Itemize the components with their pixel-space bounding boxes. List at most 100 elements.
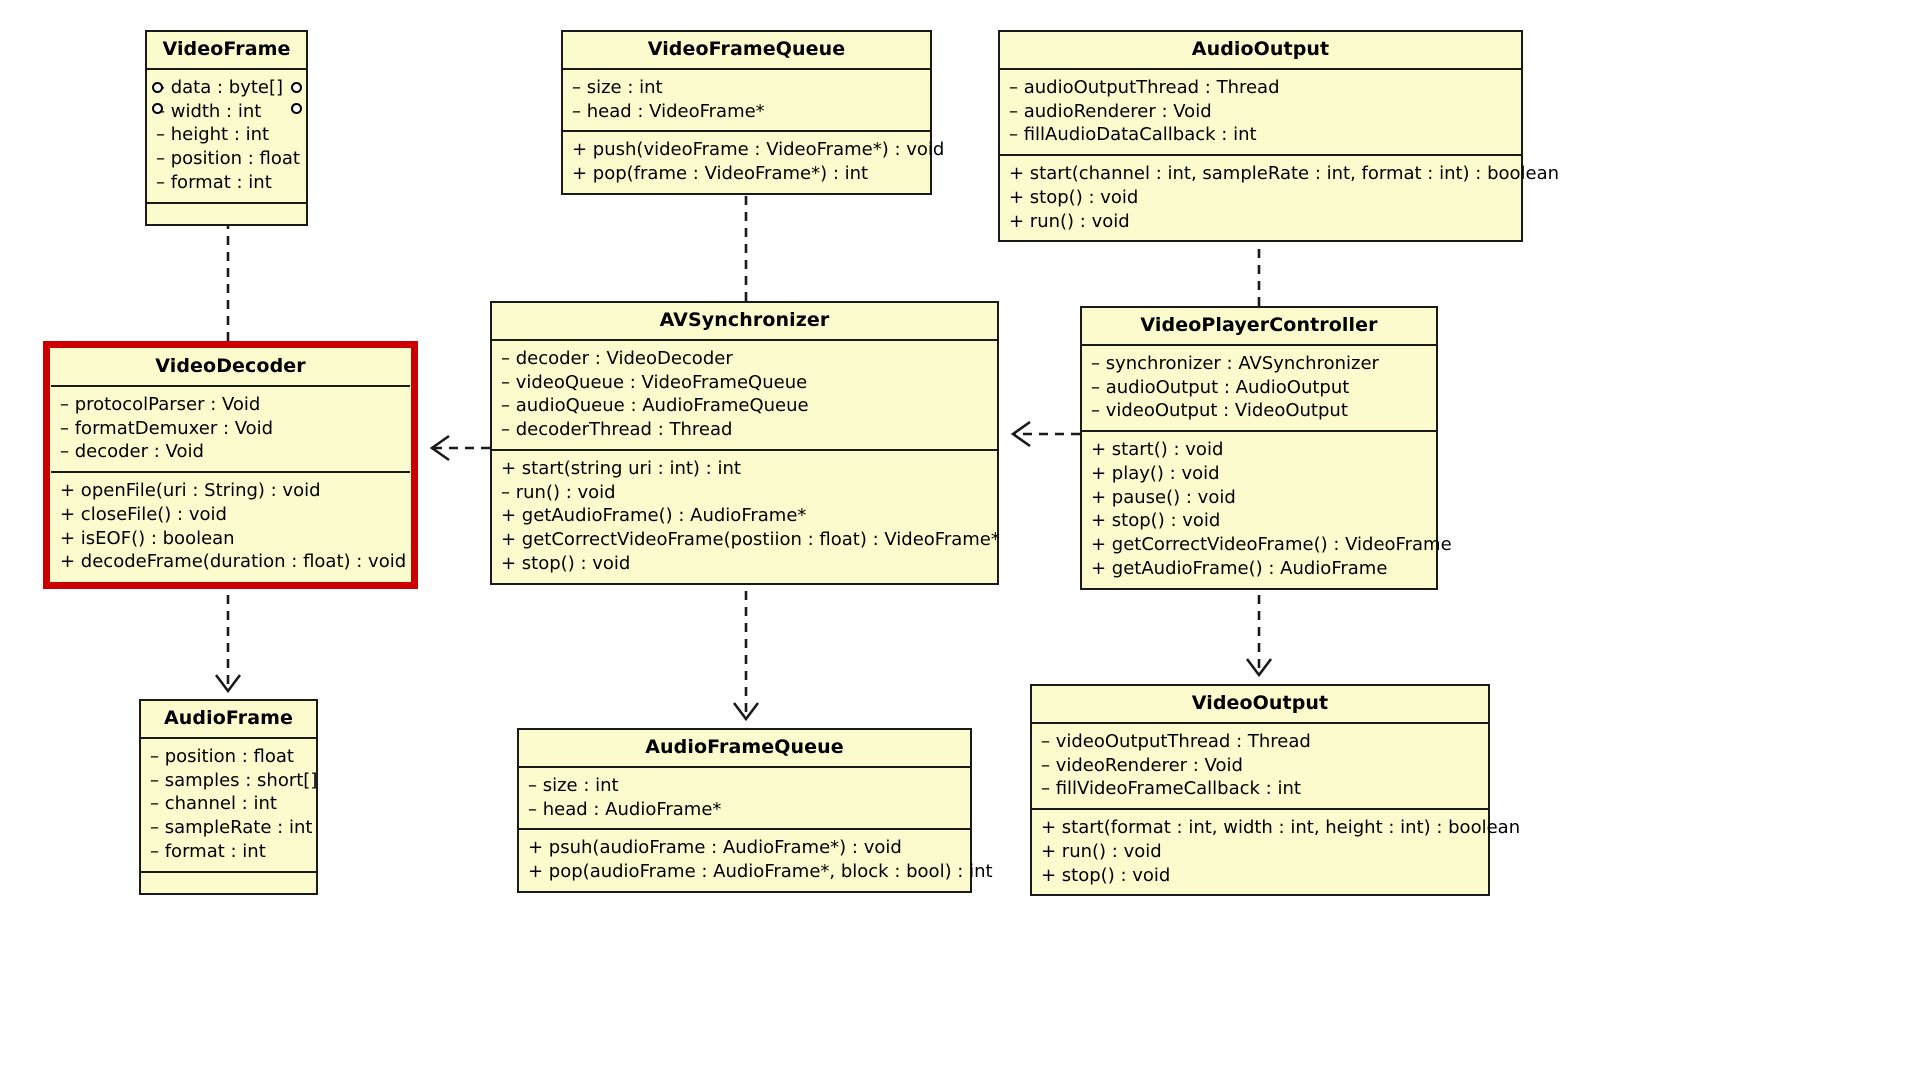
attribute: – head : VideoFrame*	[572, 100, 765, 122]
attribute: – audioQueue : AudioFrameQueue	[501, 395, 809, 417]
class-box-audiooutput[interactable]: AudioOutput – audioOutputThread : Thread…	[998, 30, 1560, 243]
attribute: – width : int	[156, 100, 262, 122]
class-box-avsynchronizer[interactable]: AVSynchronizer – decoder : VideoDecoder …	[490, 301, 1000, 585]
selection-handle-right-bottom[interactable]	[291, 103, 302, 114]
attribute: – videoOutput : VideoOutput	[1091, 400, 1348, 422]
class-attributes-avsynchronizer: – decoder : VideoDecoder – videoQueue : …	[492, 340, 997, 451]
class-title-videodecoder: VideoDecoder	[51, 349, 410, 387]
class-box-videooutput[interactable]: VideoOutput – videoOutputThread : Thread…	[1030, 684, 1521, 897]
attribute: – size : int	[528, 774, 619, 796]
arrowhead-audioframequeue	[732, 702, 760, 722]
attribute: – position : float	[150, 745, 294, 767]
class-attributes-videodecoder: – protocolParser : Void – formatDemuxer …	[51, 386, 410, 474]
class-box-audioframequeue[interactable]: AudioFrameQueue – size : int – head : Au…	[517, 728, 993, 893]
method: + stop() : void	[501, 552, 631, 574]
class-title-audioframequeue: AudioFrameQueue	[519, 730, 970, 768]
arrowhead-audioframe	[214, 674, 242, 694]
method: + decodeFrame(duration : float) : void	[60, 551, 407, 573]
attribute: – audioRenderer : Void	[1009, 100, 1212, 122]
attribute: – fillVideoFrameCallback : int	[1041, 778, 1301, 800]
attribute: – audioOutputThread : Thread	[1009, 76, 1280, 98]
class-attributes-videooutput: – videoOutputThread : Thread – videoRend…	[1032, 723, 1488, 811]
attribute: – data : byte[]	[156, 76, 284, 98]
method: + pause() : void	[1091, 486, 1236, 508]
method: + isEOF() : boolean	[60, 527, 235, 549]
attribute: – sampleRate : int	[150, 817, 313, 839]
class-methods-videooutput: + start(format : int, width : int, heigh…	[1032, 810, 1521, 895]
class-methods-videoframequeue: + push(videoFrame : VideoFrame*) : void …	[563, 132, 945, 193]
attribute: – decoder : VideoDecoder	[501, 347, 733, 369]
class-methods-audioframequeue: + psuh(audioFrame : AudioFrame*) : void …	[519, 830, 993, 891]
class-methods-videodecoder: + openFile(uri : String) : void + closeF…	[51, 473, 410, 582]
method: + push(videoFrame : VideoFrame*) : void	[572, 139, 945, 161]
class-methods-audioframe	[141, 872, 316, 893]
attribute: – size : int	[572, 76, 663, 98]
attribute: – videoOutputThread : Thread	[1041, 730, 1311, 752]
method: – run() : void	[501, 481, 616, 503]
method: + start(string uri : int) : int	[501, 457, 741, 479]
class-attributes-audiooutput: – audioOutputThread : Thread – audioRend…	[1000, 69, 1521, 157]
class-attributes-videoframe: – data : byte[] – width : int – height :…	[147, 69, 306, 204]
attribute: – synchronizer : AVSynchronizer	[1091, 352, 1379, 374]
attribute: – videoRenderer : Void	[1041, 754, 1243, 776]
method: + run() : void	[1009, 210, 1130, 232]
attribute: – formatDemuxer : Void	[60, 417, 274, 439]
method: + stop() : void	[1041, 864, 1171, 886]
class-methods-audiooutput: + start(channel : int, sampleRate : int,…	[1000, 156, 1560, 241]
method: + start(channel : int, sampleRate : int,…	[1009, 163, 1560, 185]
class-methods-videoplayercontroller: + start() : void + play() : void + pause…	[1082, 432, 1452, 588]
method: + play() : void	[1091, 462, 1220, 484]
method: + getCorrectVideoFrame() : VideoFrame	[1091, 534, 1452, 556]
class-title-videoframe: VideoFrame	[147, 32, 306, 70]
attribute: – samples : short[]	[150, 769, 318, 791]
method: + start(format : int, width : int, heigh…	[1041, 817, 1521, 839]
method: + stop() : void	[1009, 186, 1139, 208]
class-title-avsynchronizer: AVSynchronizer	[492, 303, 997, 341]
class-box-videoframequeue[interactable]: VideoFrameQueue – size : int – head : Vi…	[561, 30, 945, 195]
attribute: – videoQueue : VideoFrameQueue	[501, 371, 808, 393]
class-box-videoplayercontroller[interactable]: VideoPlayerController – synchronizer : A…	[1080, 306, 1452, 590]
class-box-audioframe[interactable]: AudioFrame – position : float – samples …	[139, 699, 318, 895]
attribute: – protocolParser : Void	[60, 393, 261, 415]
class-title-audioframe: AudioFrame	[141, 701, 316, 739]
class-attributes-videoplayercontroller: – synchronizer : AVSynchronizer – audioO…	[1082, 345, 1436, 433]
class-title-videooutput: VideoOutput	[1032, 686, 1488, 724]
class-title-videoframequeue: VideoFrameQueue	[563, 32, 930, 70]
attribute: – decoderThread : Thread	[501, 419, 733, 441]
class-attributes-videoframequeue: – size : int – head : VideoFrame*	[563, 69, 930, 133]
attribute: – position : float	[156, 148, 300, 170]
attribute: – decoder : Void	[60, 441, 204, 463]
class-methods-avsynchronizer: + start(string uri : int) : int – run() …	[492, 450, 1000, 583]
class-attributes-audioframe: – position : float – samples : short[] –…	[141, 738, 318, 873]
attribute: – head : AudioFrame*	[528, 798, 722, 820]
arrowhead-videooutput	[1245, 658, 1273, 678]
selection-handle-right-top[interactable]	[291, 82, 302, 93]
method: + getAudioFrame() : AudioFrame	[1091, 557, 1388, 579]
method: + pop(frame : VideoFrame*) : int	[572, 163, 869, 185]
arrowhead-videodecoder	[429, 434, 450, 462]
method: + getCorrectVideoFrame(postiion : float)…	[501, 529, 1000, 551]
class-title-audiooutput: AudioOutput	[1000, 32, 1521, 70]
attribute: – channel : int	[150, 793, 277, 815]
attribute: – fillAudioDataCallback : int	[1009, 124, 1257, 146]
class-box-videoframe[interactable]: VideoFrame – data : byte[] – width : int…	[145, 30, 308, 226]
selection-handle-left-bottom[interactable]	[152, 103, 163, 114]
class-methods-videoframe	[147, 203, 306, 224]
attribute: – audioOutput : AudioOutput	[1091, 376, 1350, 398]
method: + stop() : void	[1091, 510, 1221, 532]
method: + getAudioFrame() : AudioFrame*	[501, 505, 807, 527]
class-attributes-audioframequeue: – size : int – head : AudioFrame*	[519, 767, 970, 831]
attribute: – height : int	[156, 124, 270, 146]
attribute: – format : int	[156, 171, 272, 193]
class-box-videodecoder[interactable]: VideoDecoder – protocolParser : Void – f…	[43, 341, 418, 590]
method: + start() : void	[1091, 439, 1224, 461]
attribute: – format : int	[150, 840, 266, 862]
method: + openFile(uri : String) : void	[60, 480, 321, 502]
method: + pop(audioFrame : AudioFrame*, block : …	[528, 861, 993, 883]
method: + closeFile() : void	[60, 503, 227, 525]
selection-handle-left-top[interactable]	[152, 82, 163, 93]
method: + run() : void	[1041, 840, 1162, 862]
class-title-videoplayercontroller: VideoPlayerController	[1082, 308, 1436, 346]
method: + psuh(audioFrame : AudioFrame*) : void	[528, 837, 902, 859]
